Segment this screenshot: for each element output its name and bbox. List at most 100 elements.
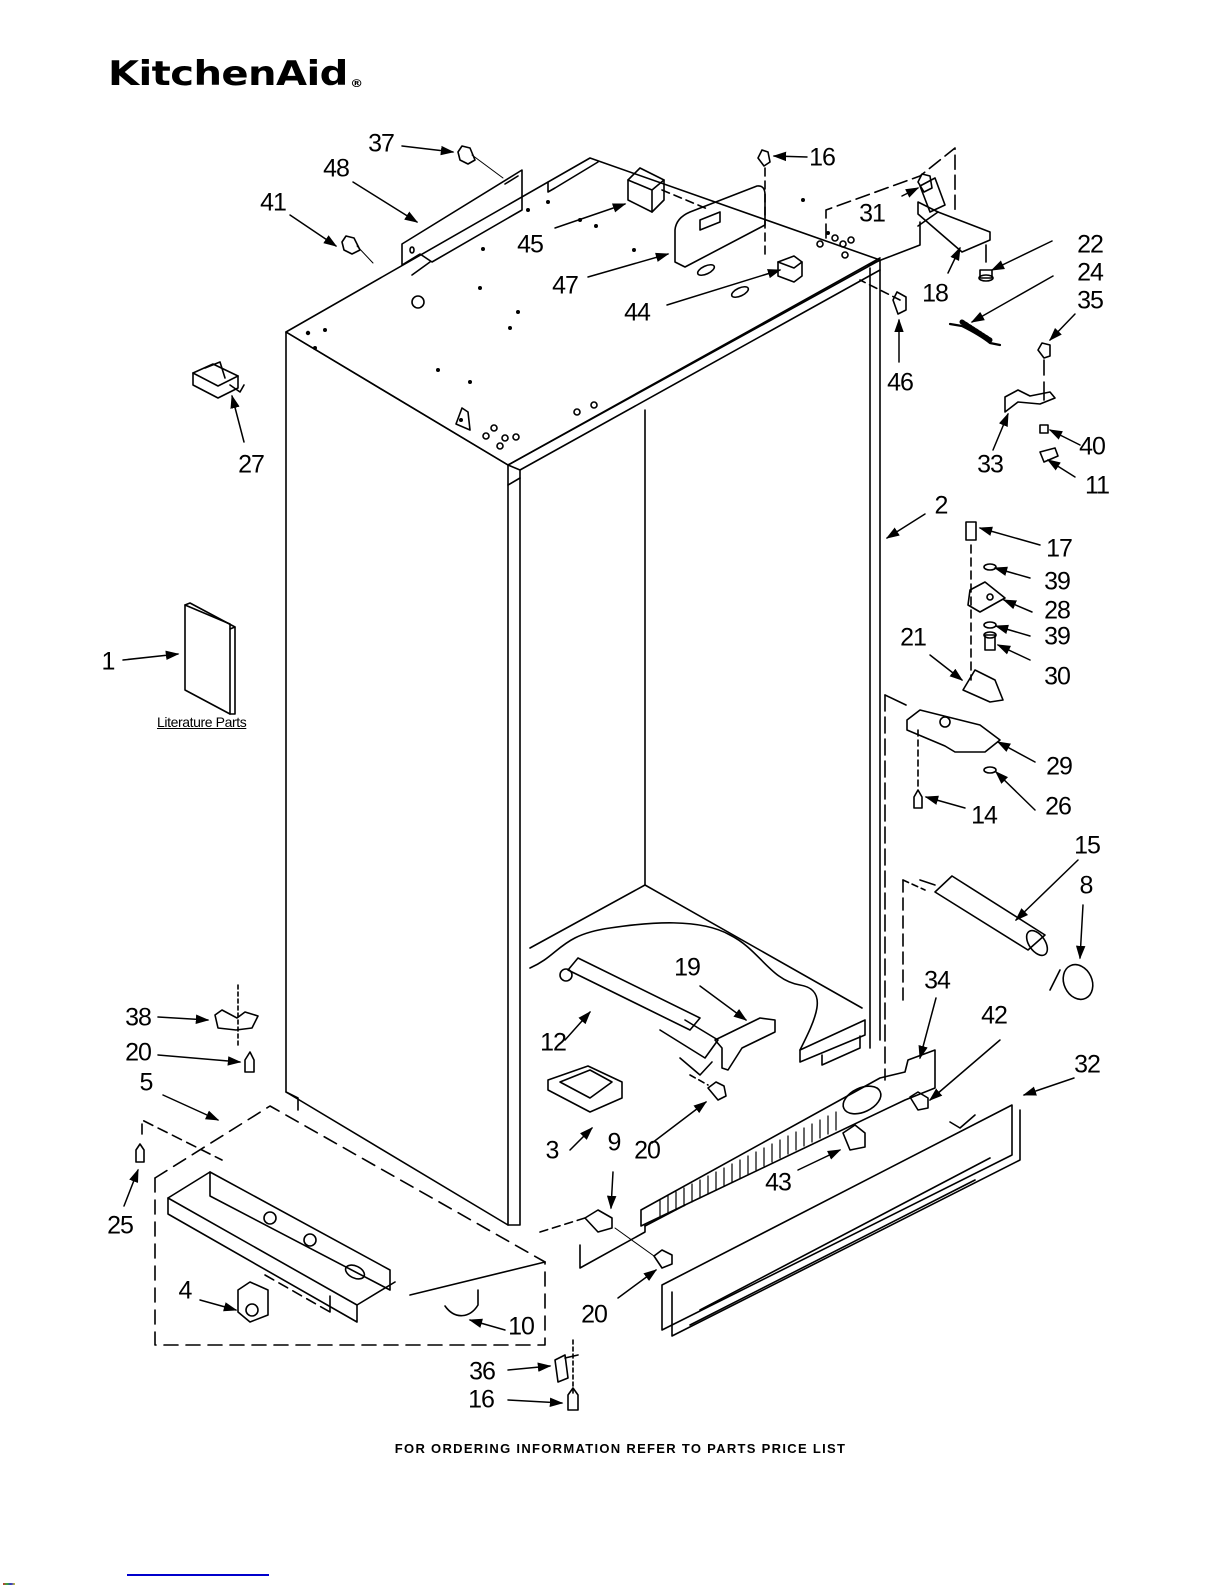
callout-42[interactable]: 42: [981, 1001, 1008, 1030]
callout-16-lower[interactable]: 16: [468, 1385, 495, 1414]
cabinet-body: [285, 157, 881, 1226]
part-36-bracket: [554, 1339, 579, 1396]
callout-45[interactable]: 45: [517, 230, 544, 259]
part-27-cover: [192, 361, 245, 399]
callout-8[interactable]: 8: [1079, 871, 1094, 900]
brand-name: KitchenAid: [108, 54, 348, 94]
callout-32[interactable]: 32: [1074, 1050, 1101, 1079]
part-5-base-rail: [167, 1171, 396, 1323]
callout-41[interactable]: 41: [260, 188, 287, 217]
screw-14: [913, 729, 923, 809]
screw-42: [909, 1091, 929, 1111]
callout-26[interactable]: 26: [1045, 792, 1072, 821]
screw-46: [859, 279, 907, 315]
callout-28[interactable]: 28: [1044, 596, 1071, 625]
callout-44[interactable]: 44: [624, 298, 651, 327]
part-34-grille: [640, 1049, 936, 1227]
part-29-hinge-plate: [884, 694, 1001, 1081]
callout-37[interactable]: 37: [368, 129, 395, 158]
part-32-kickplate: [661, 1104, 1021, 1337]
part-10-tube: [444, 1289, 479, 1317]
part-45-module: [627, 167, 711, 213]
leader-arrows: [122, 145, 1086, 1408]
callout-14[interactable]: 14: [971, 801, 998, 830]
callout-15[interactable]: 15: [1074, 831, 1101, 860]
callout-24[interactable]: 24: [1077, 258, 1104, 287]
callout-30[interactable]: 30: [1044, 662, 1071, 691]
part-19-bracket: [714, 1017, 776, 1071]
callout-5[interactable]: 5: [139, 1068, 154, 1097]
part-24-spring: [948, 319, 1002, 347]
callout-12[interactable]: 12: [540, 1028, 567, 1057]
callout-10[interactable]: 10: [508, 1312, 535, 1341]
part-11-plate: [1039, 447, 1059, 463]
callout-20-inner[interactable]: 20: [634, 1136, 661, 1165]
callout-20-lower[interactable]: 20: [581, 1300, 608, 1329]
callout-31[interactable]: 31: [859, 199, 886, 228]
callout-4[interactable]: 4: [178, 1276, 193, 1305]
part-43-clip: [842, 1124, 866, 1151]
corner-marker: [3, 1583, 15, 1585]
callout-3[interactable]: 3: [545, 1136, 560, 1165]
part-39-washer-lower: [983, 621, 997, 629]
screw-20-inner: [689, 1074, 727, 1101]
part-33-bracket: [1004, 389, 1056, 413]
part-5-base-group: [141, 1105, 546, 1346]
part-39-washer-upper: [983, 563, 997, 571]
callout-18[interactable]: 18: [922, 279, 949, 308]
callout-34[interactable]: 34: [924, 966, 951, 995]
callout-29[interactable]: 29: [1046, 752, 1073, 781]
literature-parts-link[interactable]: Literature Parts: [157, 714, 247, 730]
screw-31: [917, 173, 933, 193]
callout-17[interactable]: 17: [1046, 534, 1073, 563]
part-18-hinge: [825, 147, 991, 266]
callout-39-upper[interactable]: 39: [1044, 567, 1071, 596]
callout-47[interactable]: 47: [552, 271, 579, 300]
screw-37: [457, 145, 504, 179]
callout-9[interactable]: 9: [607, 1128, 622, 1157]
part-48-rail: [401, 161, 599, 276]
part-38-bracket: [214, 984, 259, 1049]
callout-22[interactable]: 22: [1077, 230, 1104, 259]
screw-16-lower: [567, 1387, 579, 1411]
part-44-switch: [777, 255, 803, 283]
part-15-water-filter: [902, 875, 1049, 1001]
callout-16-top[interactable]: 16: [809, 143, 836, 172]
callout-43[interactable]: 43: [765, 1168, 792, 1197]
callout-21[interactable]: 21: [900, 623, 927, 652]
callout-39-lower[interactable]: 39: [1044, 622, 1071, 651]
part-30-bushing: [983, 631, 997, 651]
page-link-underline[interactable]: [127, 1574, 269, 1576]
literature-booklet: [184, 602, 236, 715]
callout-27[interactable]: 27: [238, 450, 265, 479]
part-4-caster: [237, 1274, 331, 1323]
registered-mark: ®: [350, 77, 363, 90]
callout-35[interactable]: 35: [1077, 286, 1104, 315]
kitchenaid-logo: KitchenAid®: [108, 54, 363, 104]
callout-25[interactable]: 25: [107, 1211, 134, 1240]
callout-1[interactable]: 1: [101, 647, 116, 676]
callout-11[interactable]: 11: [1085, 471, 1110, 500]
part-9-bracket: [539, 1209, 646, 1269]
part-8-filter-cap: [1049, 963, 1094, 1001]
screw-41: [341, 235, 374, 264]
ordering-info-note: FOR ORDERING INFORMATION REFER TO PARTS …: [394, 1441, 847, 1456]
callout-33[interactable]: 33: [977, 450, 1004, 479]
callout-46[interactable]: 46: [887, 368, 914, 397]
screw-20-lower: [614, 1227, 673, 1269]
part-40-nut: [1039, 424, 1049, 434]
part-12-auger: [559, 957, 719, 1076]
part-22-pin: [978, 244, 994, 282]
part-28-plate: [967, 581, 1006, 613]
callout-36[interactable]: 36: [469, 1357, 496, 1386]
callout-48[interactable]: 48: [323, 154, 350, 183]
callout-20-left[interactable]: 20: [125, 1038, 152, 1067]
part-3-tray: [547, 1065, 623, 1113]
callout-2[interactable]: 2: [934, 491, 949, 520]
screw-35: [1037, 342, 1051, 401]
callout-19[interactable]: 19: [674, 953, 701, 982]
callout-38[interactable]: 38: [125, 1003, 152, 1032]
screw-25: [135, 1143, 145, 1163]
callout-40[interactable]: 40: [1079, 432, 1106, 461]
